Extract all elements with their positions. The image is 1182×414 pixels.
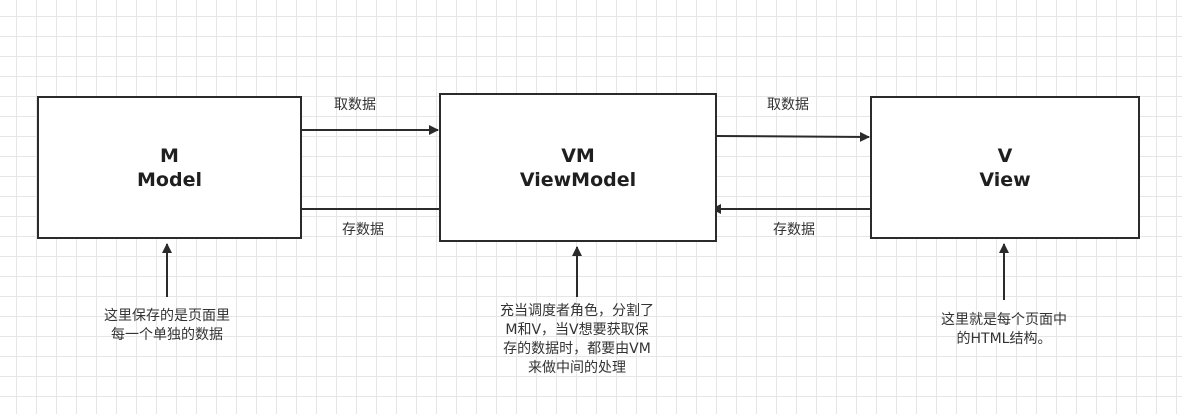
model-note: 这里保存的是页面里 每一个单独的数据 (82, 307, 252, 345)
edge-label-store-right: 存数据 (773, 222, 815, 238)
edge-label-get-right: 取数据 (767, 97, 809, 113)
model-box-subtitle: Model (137, 168, 202, 191)
edge-label-get-left: 取数据 (334, 97, 376, 113)
view-box-title: V (997, 144, 1013, 167)
edge-label-store-left: 存数据 (342, 222, 384, 238)
model-box: M Model (37, 96, 302, 239)
model-note-line: 这里保存的是页面里 (104, 308, 230, 324)
view-box-subtitle: View (979, 168, 1031, 191)
viewmodel-box: VM ViewModel (439, 93, 717, 242)
arrow-vm-to-v (716, 131, 870, 142)
view-note-line: 这里就是每个页面中 (941, 312, 1067, 328)
model-box-title: M (160, 144, 179, 167)
viewmodel-note-line: M和V，当V想要获取保 (505, 322, 649, 338)
viewmodel-note-line: 存的数据时，都要由VM (503, 341, 651, 357)
viewmodel-note-line: 来做中间的处理 (528, 360, 626, 376)
view-note: 这里就是每个页面中 的HTML结构。 (919, 311, 1089, 349)
view-note-line: 的HTML结构。 (956, 331, 1052, 347)
viewmodel-note-line: 充当调度者角色，分割了 (500, 303, 654, 319)
viewmodel-box-subtitle: ViewModel (519, 168, 637, 191)
model-note-line: 每一个单独的数据 (111, 327, 223, 343)
viewmodel-box-title: VM (561, 144, 595, 167)
view-box: V View (870, 96, 1140, 239)
viewmodel-note: 充当调度者角色，分割了 M和V，当V想要获取保 存的数据时，都要由VM 来做中间… (477, 302, 677, 378)
